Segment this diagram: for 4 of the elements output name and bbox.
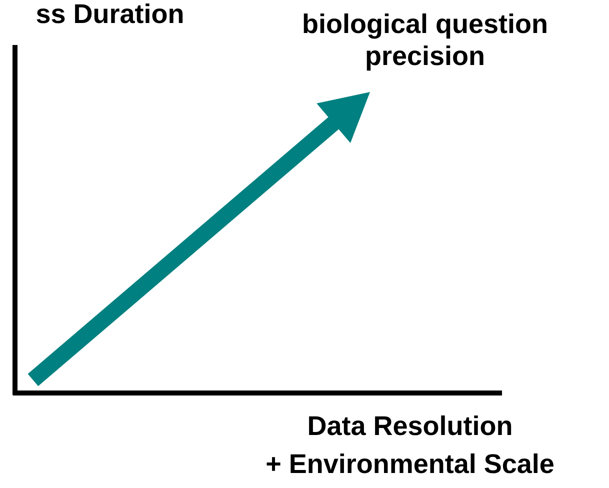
arrow-label: biological question precision	[300, 8, 549, 73]
axis-label: Data Resolution	[306, 410, 514, 442]
axis-label: ss Duration	[34, 0, 186, 30]
axis-label: + Environmental Scale	[264, 448, 556, 480]
